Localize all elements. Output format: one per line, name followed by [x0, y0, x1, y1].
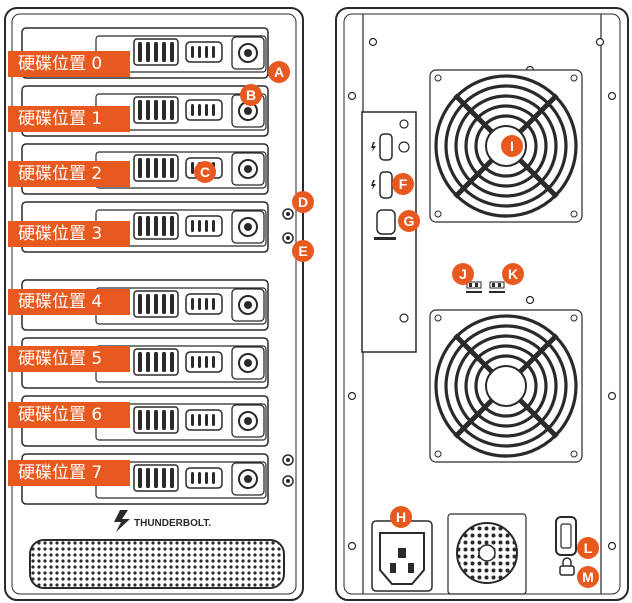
callout-e: E: [292, 240, 314, 262]
callout-m: M: [577, 566, 599, 588]
callout-a: A: [268, 61, 290, 83]
thunderbolt-icon: [371, 142, 376, 152]
callout-l: L: [577, 537, 599, 559]
security-lock-slot[interactable]: [559, 557, 575, 576]
bay-label-0: 硬碟位置 0: [8, 51, 130, 77]
thunderbolt-logo: THUNDERBOLT.: [114, 510, 211, 532]
display-port-icon: [374, 237, 396, 240]
callout-j: J: [452, 263, 474, 285]
front-vent-grille: [29, 539, 285, 589]
bay-label-5: 硬碟位置 5: [8, 346, 130, 372]
bay-label-2: 硬碟位置 2: [8, 161, 130, 187]
bay-label-4: 硬碟位置 4: [8, 289, 130, 315]
cooling-fan-bottom: [429, 309, 583, 463]
power-switch[interactable]: [555, 516, 577, 556]
front-button-d[interactable]: [282, 208, 294, 220]
rear-panel: [335, 7, 629, 601]
callout-g: G: [398, 210, 420, 232]
dip-switch-j[interactable]: [466, 281, 482, 293]
io-bracket: [361, 111, 417, 353]
display-port[interactable]: [374, 209, 396, 240]
tray-lock-7[interactable]: [231, 462, 265, 496]
tray-lock-6[interactable]: [231, 404, 265, 438]
tray-lock-5[interactable]: [231, 346, 265, 380]
thunderbolt-icon: [371, 180, 376, 190]
callout-b: B: [240, 84, 262, 106]
tray-lock-0[interactable]: [231, 36, 265, 70]
logo-text: THUNDERBOLT.: [134, 518, 211, 529]
bay-label-6: 硬碟位置 6: [8, 402, 130, 428]
front-led-lower-1: [282, 454, 294, 466]
bay-label-7: 硬碟位置 7: [8, 460, 130, 486]
bay-label-1: 硬碟位置 1: [8, 106, 130, 132]
tray-lock-3[interactable]: [231, 210, 265, 244]
thunderbolt-port-1[interactable]: [371, 133, 410, 161]
psu-fan: [447, 513, 527, 595]
tray-lock-2[interactable]: [231, 152, 265, 186]
lock-icon: [562, 557, 572, 566]
callout-f: F: [392, 173, 414, 195]
front-led-lower-2: [282, 475, 294, 487]
callout-k: K: [502, 263, 524, 285]
callout-h: H: [390, 506, 412, 528]
bay-label-3: 硬碟位置 3: [8, 221, 130, 247]
tray-lock-4[interactable]: [231, 288, 265, 322]
power-inlet[interactable]: [371, 520, 433, 592]
front-button-e[interactable]: [282, 232, 294, 244]
dip-switch-k[interactable]: [489, 281, 505, 293]
callout-d: D: [292, 191, 314, 213]
drive-tray-7[interactable]: [21, 453, 269, 505]
callout-i: I: [501, 135, 523, 157]
callout-c: C: [194, 161, 216, 183]
